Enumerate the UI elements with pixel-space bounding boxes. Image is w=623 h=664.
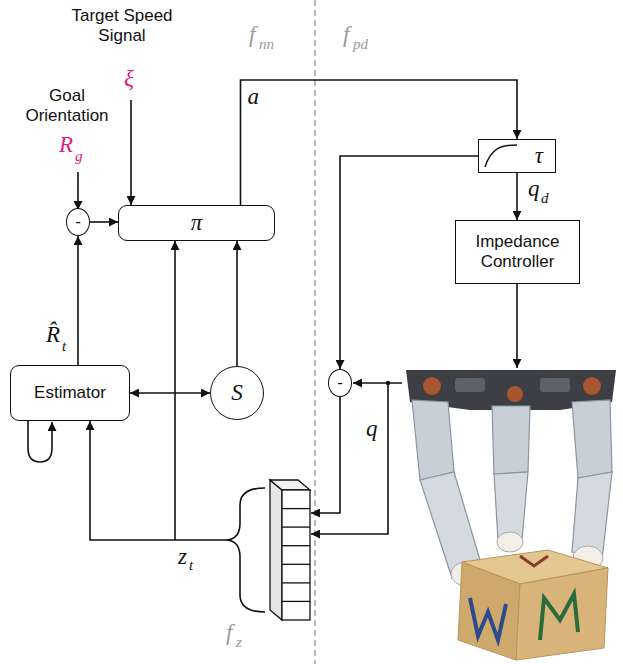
subscript: d xyxy=(541,190,549,207)
node-label: - xyxy=(337,373,343,393)
function-name: f xyxy=(226,620,232,646)
signal-arrow xyxy=(130,392,210,394)
node-label: - xyxy=(75,212,81,232)
divider-line xyxy=(314,0,315,664)
signal-title: Goal Orientation xyxy=(17,86,117,126)
subscript: z xyxy=(236,634,242,651)
response-curve xyxy=(481,140,521,170)
filter-box: τ xyxy=(478,139,556,173)
controller-box: Impedance Controller xyxy=(455,220,580,284)
edge-label: a xyxy=(247,84,259,110)
subscript: t xyxy=(189,557,193,574)
node-label: S xyxy=(231,380,243,406)
signal-symbol: z xyxy=(178,544,187,570)
signal-arrow xyxy=(241,80,518,205)
policy-box: π xyxy=(118,205,275,241)
signal-symbol: ξ xyxy=(124,66,134,92)
signal-symbol: q xyxy=(528,176,540,202)
subscript: nn xyxy=(259,36,274,53)
node-label: π xyxy=(191,210,203,236)
subtract-circle: - xyxy=(66,208,90,236)
robot-photo xyxy=(406,370,616,660)
subscript: g xyxy=(75,148,83,165)
node-label: τ xyxy=(535,143,543,169)
function-name: f xyxy=(343,22,349,48)
subtract-circle: - xyxy=(328,369,352,397)
wires xyxy=(28,100,517,612)
signal-arrow xyxy=(90,221,118,223)
signal-symbol: R xyxy=(59,132,73,158)
subscript: t xyxy=(62,338,66,355)
signal-arrow xyxy=(236,241,238,366)
signal-symbol: q xyxy=(366,416,378,442)
state-circle: S xyxy=(210,366,264,420)
response-curve xyxy=(485,145,517,167)
subscript: pd xyxy=(353,36,368,53)
node-label: Impedance Controller xyxy=(462,232,573,272)
buffer-stack xyxy=(270,480,310,620)
estimator-box: Estimator xyxy=(10,365,130,421)
signal-title: Target Speed Signal xyxy=(60,6,184,46)
signal-symbol: R̂ xyxy=(46,322,60,348)
junction-dot xyxy=(386,381,390,385)
signal-arrow xyxy=(77,236,79,365)
node-label: Estimator xyxy=(34,383,106,403)
signal-arrow xyxy=(516,173,518,220)
function-name: f xyxy=(249,22,255,48)
